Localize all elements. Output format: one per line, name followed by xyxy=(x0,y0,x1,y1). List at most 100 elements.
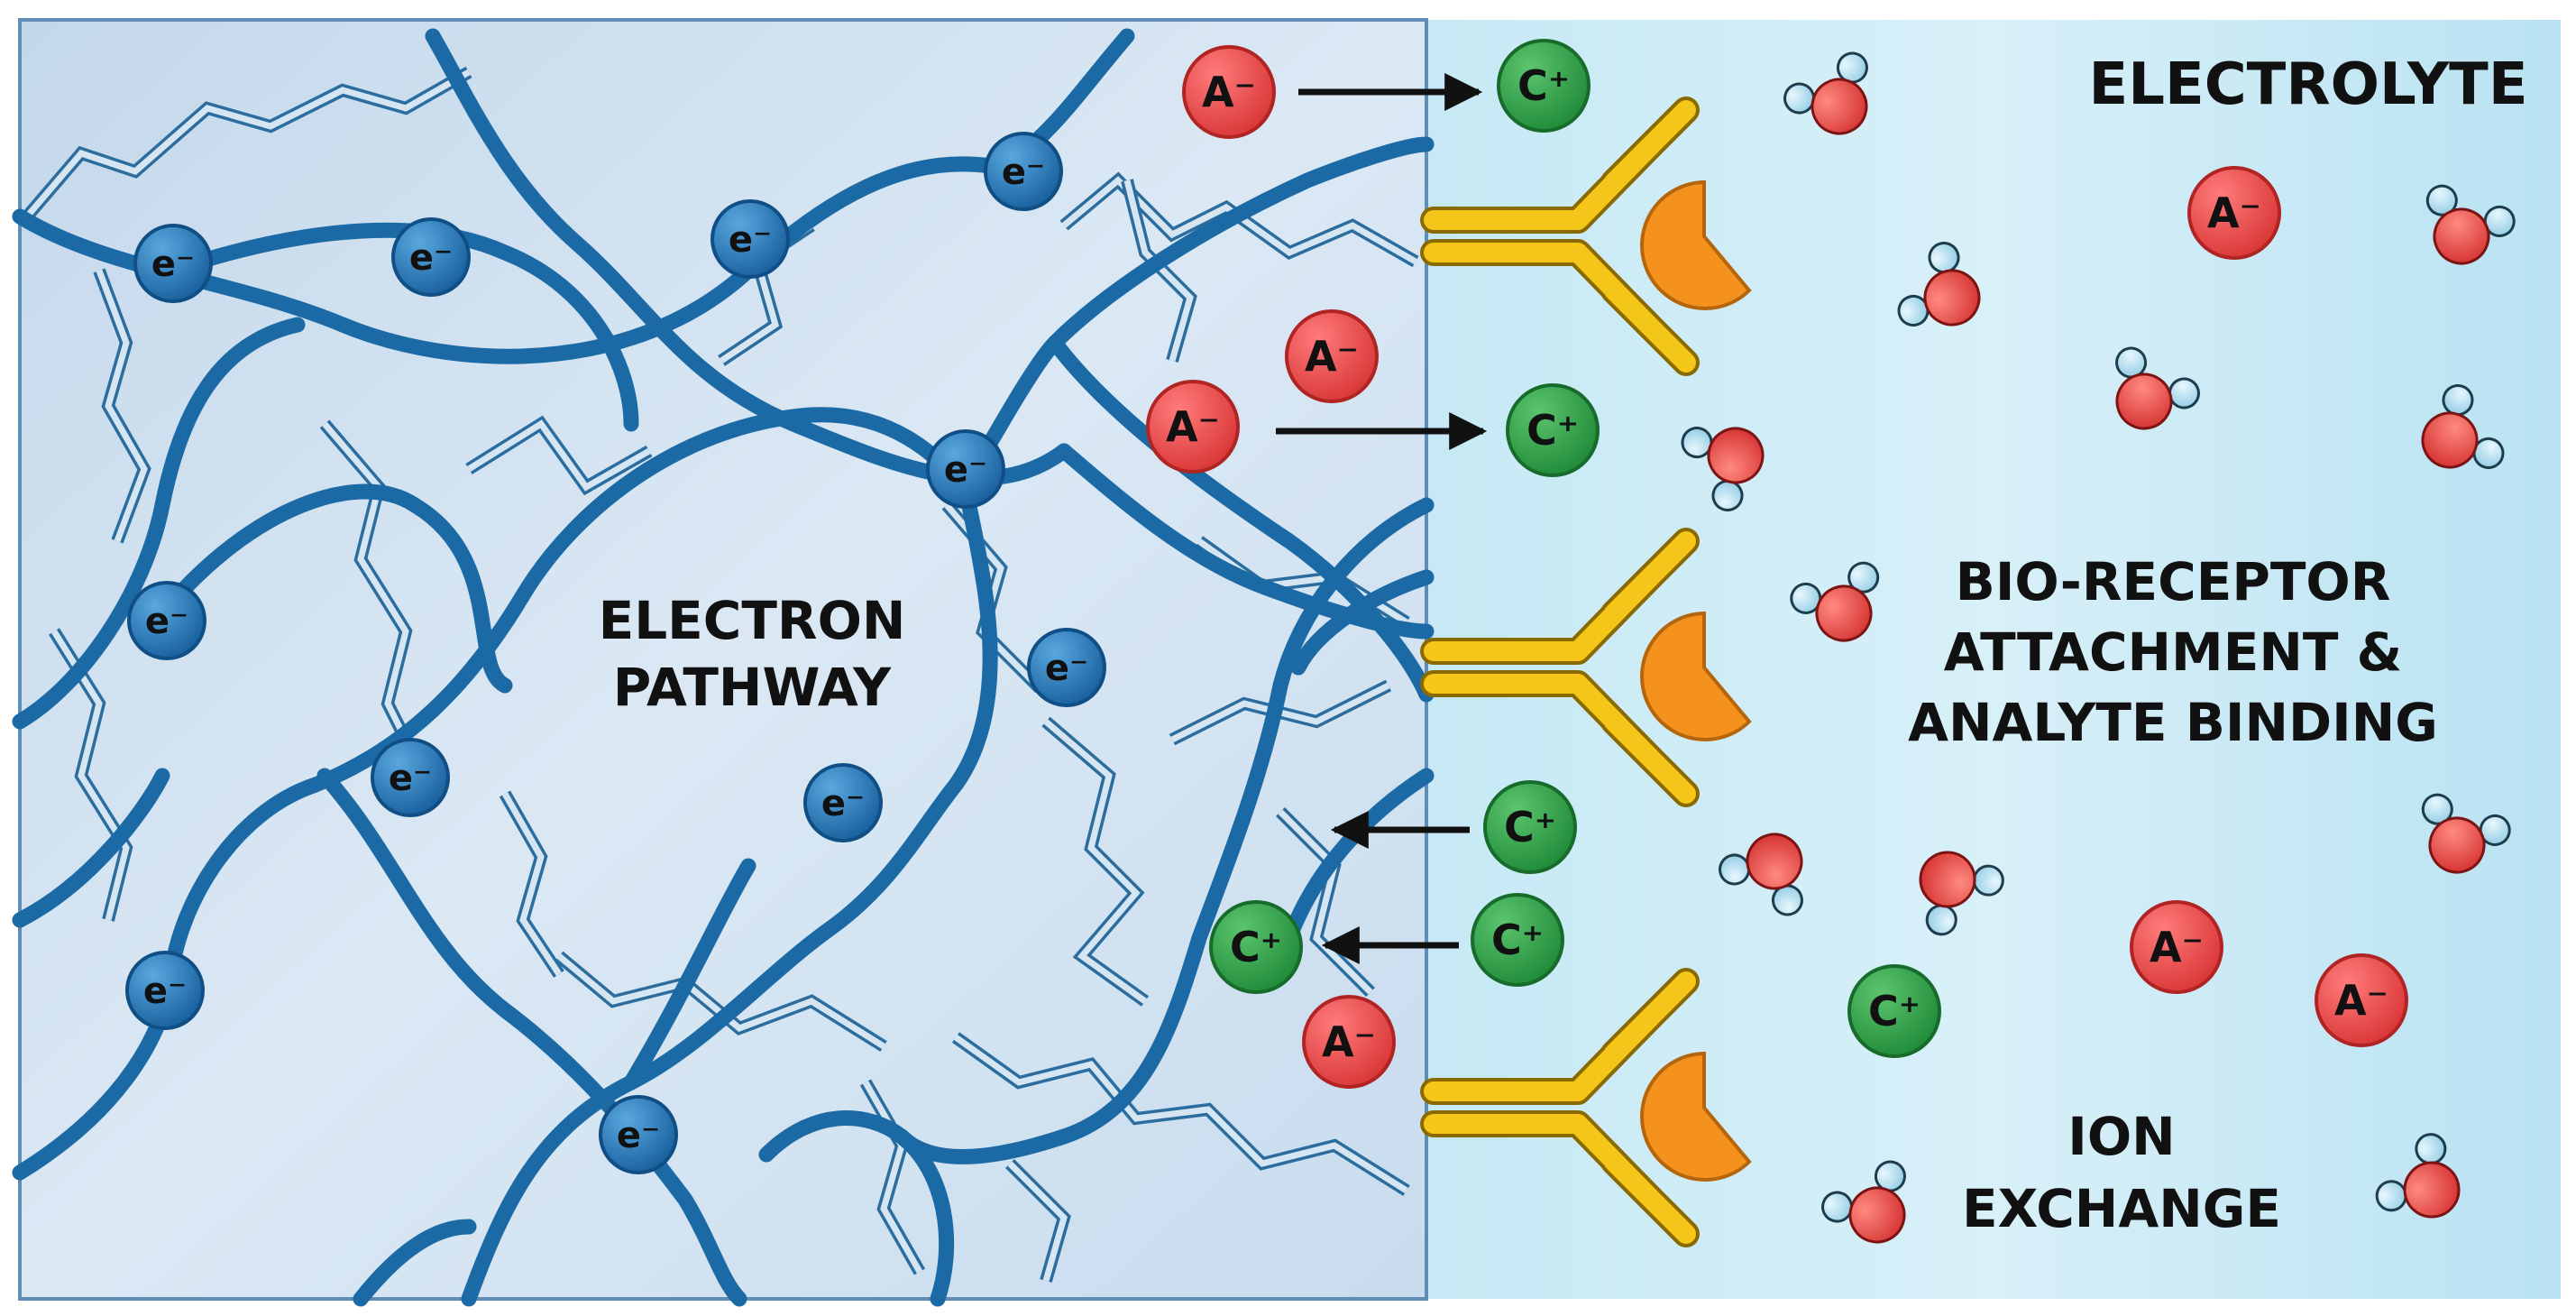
cation: C⁺ xyxy=(1483,780,1577,874)
analyte xyxy=(1640,611,1752,741)
electron: e⁻ xyxy=(803,763,883,842)
cation-symbol: C⁺ xyxy=(1868,987,1921,1035)
anion-symbol: A⁻ xyxy=(1322,1017,1376,1066)
electron-pathway-line-1: ELECTRON xyxy=(599,590,906,651)
hydrogen-atom xyxy=(2421,793,2453,825)
oxygen-atom xyxy=(1811,78,1868,135)
electron: e⁻ xyxy=(926,429,1005,509)
hydrogen-atom xyxy=(1836,51,1868,84)
water-molecule xyxy=(2425,184,2516,265)
electron: e⁻ xyxy=(1027,628,1106,707)
hydrogen-atom xyxy=(2442,384,2474,417)
oxygen-atom xyxy=(1815,584,1873,642)
analyte xyxy=(1640,179,1752,310)
anion: A⁻ xyxy=(2187,166,2281,260)
hydrogen-atom xyxy=(1771,884,1803,916)
chain-5 xyxy=(12,317,306,730)
hydrogen-atom xyxy=(2425,184,2458,216)
anion: A⁻ xyxy=(1302,995,1396,1089)
electron: e⁻ xyxy=(710,199,790,279)
cation: C⁺ xyxy=(1497,39,1591,133)
hydrogen-atom xyxy=(1681,427,1713,459)
oxygen-atom xyxy=(2433,207,2490,265)
hydrogen-atom xyxy=(1790,582,1822,614)
electron: e⁻ xyxy=(127,581,206,660)
chain-15 xyxy=(1290,569,1435,676)
chain-8 xyxy=(316,768,747,1307)
oxygen-atom xyxy=(2403,1161,2461,1219)
water-molecule xyxy=(2421,384,2505,469)
chain-16 xyxy=(758,1110,955,1307)
backbone-4 xyxy=(319,419,430,779)
electron: e⁻ xyxy=(371,738,450,817)
electron-symbol: e⁻ xyxy=(151,244,195,285)
cation-symbol: C⁺ xyxy=(1491,916,1544,964)
hydrogen-atom xyxy=(1711,479,1744,511)
chain-2 xyxy=(163,222,639,432)
cation: C⁺ xyxy=(1471,893,1564,987)
water-molecule xyxy=(2115,346,2200,430)
cation: C⁺ xyxy=(1209,900,1303,994)
ion-exchange-line-2: EXCHANGE xyxy=(1962,1178,2281,1239)
electron-symbol: e⁻ xyxy=(617,1115,660,1156)
hydrogen-atom xyxy=(1925,904,1957,936)
electrolyte-region xyxy=(1426,20,2561,1299)
water-molecule xyxy=(1681,427,1765,511)
electron-pathway-line-2: PATHWAY xyxy=(613,657,892,718)
backbone-10 xyxy=(1121,179,1197,363)
water-molecule xyxy=(1719,833,1803,916)
electron-symbol: e⁻ xyxy=(1045,648,1088,689)
hydrogen-atom xyxy=(1783,82,1816,115)
backbone-16 xyxy=(859,1079,926,1275)
electron-symbol: e⁻ xyxy=(145,601,188,642)
anion-symbol: A⁻ xyxy=(1305,332,1359,381)
bio-receptor-line-2: ATTACHMENT & xyxy=(1944,621,2403,683)
electron-symbol: e⁻ xyxy=(143,971,187,1012)
water-molecules xyxy=(1681,51,2516,1244)
cation-symbol: C⁺ xyxy=(1230,923,1282,971)
anion: A⁻ xyxy=(2315,953,2408,1047)
hydrogen-atom xyxy=(2168,377,2200,410)
ions: A⁻A⁻A⁻A⁻A⁻A⁻A⁻C⁺C⁺C⁺C⁺C⁺C⁺ xyxy=(1146,39,2408,1089)
hydrogen-atom xyxy=(1897,294,1930,327)
water-molecule xyxy=(1821,1160,1906,1244)
cation-symbol: C⁺ xyxy=(1504,803,1556,851)
bio-receptors xyxy=(1420,97,1752,1247)
water-molecule xyxy=(2375,1133,2461,1219)
electrolyte-label: ELECTROLYTE xyxy=(2088,51,2527,118)
water-molecule xyxy=(1897,242,1981,327)
backbone-9 xyxy=(1059,171,1419,268)
ion-exchange-arrows xyxy=(1276,73,1488,964)
hydrogen-atom xyxy=(1847,561,1880,594)
electron: e⁻ xyxy=(984,132,1063,211)
water-molecule xyxy=(1790,561,1880,642)
antibody-receptor xyxy=(1420,97,1752,376)
backbone-2 xyxy=(93,268,151,544)
hydrogen-atom xyxy=(2483,205,2516,237)
hydrogen-atom xyxy=(2415,1133,2447,1165)
electron: e⁻ xyxy=(391,217,471,297)
anion-symbol: A⁻ xyxy=(2207,189,2261,237)
hydrogen-atom xyxy=(2375,1180,2407,1212)
bio-receptor-label: BIO-RECEPTOR ATTACHMENT & ANALYTE BINDIN… xyxy=(1908,551,2438,753)
analyte xyxy=(1640,1051,1752,1182)
cation-symbol: C⁺ xyxy=(1526,406,1579,455)
water-molecule xyxy=(2421,793,2511,874)
chain-11 xyxy=(957,136,1435,495)
electrons: e⁻ e⁻ e⁻ e⁻ e⁻ e⁻ e⁻ e⁻ e⁻ e⁻ e⁻ xyxy=(125,132,1106,1174)
oxygen-atom xyxy=(2428,816,2486,874)
hydrogen-atom xyxy=(1719,853,1751,886)
anion-symbol: A⁻ xyxy=(2150,923,2204,971)
anion-symbol: A⁻ xyxy=(1202,68,1256,116)
backbone-17 xyxy=(1005,1159,1071,1283)
oxygen-atom xyxy=(1848,1186,1906,1244)
hydrogen-atom xyxy=(2115,346,2148,379)
electron: e⁻ xyxy=(599,1095,678,1174)
antibody-receptor xyxy=(1420,968,1752,1247)
cation: C⁺ xyxy=(1506,383,1600,477)
backbone-15 xyxy=(499,790,564,978)
backbone-13 xyxy=(951,1032,1410,1196)
anion-symbol: A⁻ xyxy=(2334,976,2388,1025)
backbone-1 xyxy=(22,66,472,221)
